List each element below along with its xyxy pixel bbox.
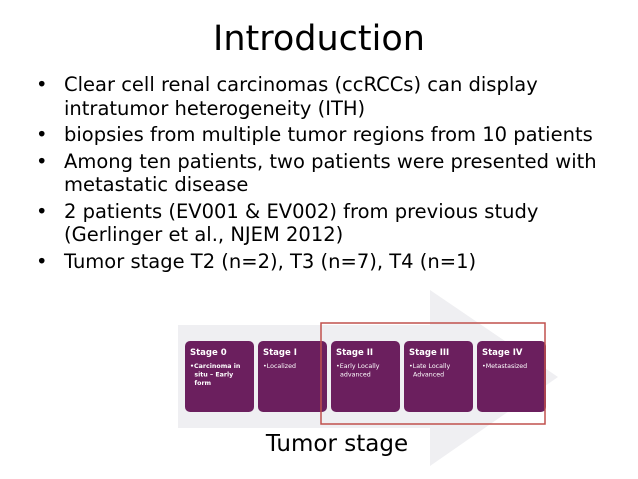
stage-item-line: •Early Locally: [336, 363, 380, 370]
stage-box: Stage III •Late Locally Advanced: [404, 341, 473, 412]
bullet-line: Clear cell renal carcinomas (ccRCCs) can…: [64, 73, 538, 96]
bullet-line: 2 patients (EV001 & EV002) from previous…: [64, 199, 539, 223]
stage-item-line: •Metastasized: [482, 363, 527, 370]
bullet-line: Tumor stage T2 (n=2), T3 (n=7), T4 (n=1): [64, 249, 477, 273]
bullet-line: (Gerlinger et al., NJEM 2012): [64, 223, 344, 246]
bullet-dot-icon: •: [36, 73, 48, 96]
stage-box-bg: [258, 341, 327, 412]
stage-item-line: Advanced: [409, 372, 444, 379]
stage-item-line: situ – Early: [190, 372, 233, 379]
stage-box-bg: [185, 341, 254, 412]
bullet-dot-icon: •: [36, 149, 48, 173]
stage-box-bg: [331, 341, 400, 412]
bullet-line: intratumor heterogeneity (ITH): [64, 96, 366, 120]
stage-highlight-frame: [320, 322, 546, 425]
stage-item-line: advanced: [336, 372, 371, 379]
bullet-item: • Among ten patients, two patients were p…: [36, 150, 626, 197]
bullet-line: metastatic disease: [64, 173, 249, 196]
stage-boxes: Stage 0•Carcinoma in situ – Early formSt…: [185, 341, 546, 412]
stage-title: Stage 0: [190, 348, 227, 358]
bullet-list: • Clear cell renal carcinomas (ccRCCs) ca…: [36, 73, 626, 276]
bullet-dot-icon: •: [36, 249, 48, 273]
stage-box-bg: [477, 341, 546, 412]
stage-item-line: •Carcinoma in: [190, 363, 240, 370]
bullet-item: • biopsies from multiple tumor regions fr…: [36, 123, 626, 147]
bullet-line: Among ten patients, two patients were pr…: [64, 149, 597, 173]
stage-item-line: form: [190, 380, 212, 387]
stage-box-bg: [404, 341, 473, 412]
stage-box: Stage 0 •Carcinoma in situ – Early form: [185, 341, 254, 412]
stage-title: Stage IV: [482, 348, 523, 358]
bullet-item: • 2 patients (EV001 & EV002) from previou…: [36, 200, 626, 247]
stage-title: Stage II: [336, 348, 373, 358]
stage-box: Stage I •Localized: [258, 341, 327, 412]
stage-item-line: •Localized: [263, 363, 296, 370]
stage-title: Stage III: [409, 348, 449, 358]
stage-box: Stage IV •Metastasized: [477, 341, 546, 412]
stage-item-line: •Late Locally: [409, 363, 450, 370]
bullet-line: biopsies from multiple tumor regions fro…: [64, 123, 593, 146]
bullet-item: • Clear cell renal carcinomas (ccRCCs) ca…: [36, 73, 626, 120]
stage-box: Stage II •Early Locally advanced: [331, 341, 400, 412]
bullet-dot-icon: •: [36, 123, 48, 146]
slide-title: Introduction: [213, 19, 425, 59]
bullet-item: • Tumor stage T2 (n=2), T3 (n=7), T4 (n=1…: [36, 250, 626, 274]
stage-title: Stage I: [263, 348, 297, 358]
bullet-dot-icon: •: [36, 199, 48, 223]
diagram-caption: Tumor stage: [265, 431, 409, 457]
